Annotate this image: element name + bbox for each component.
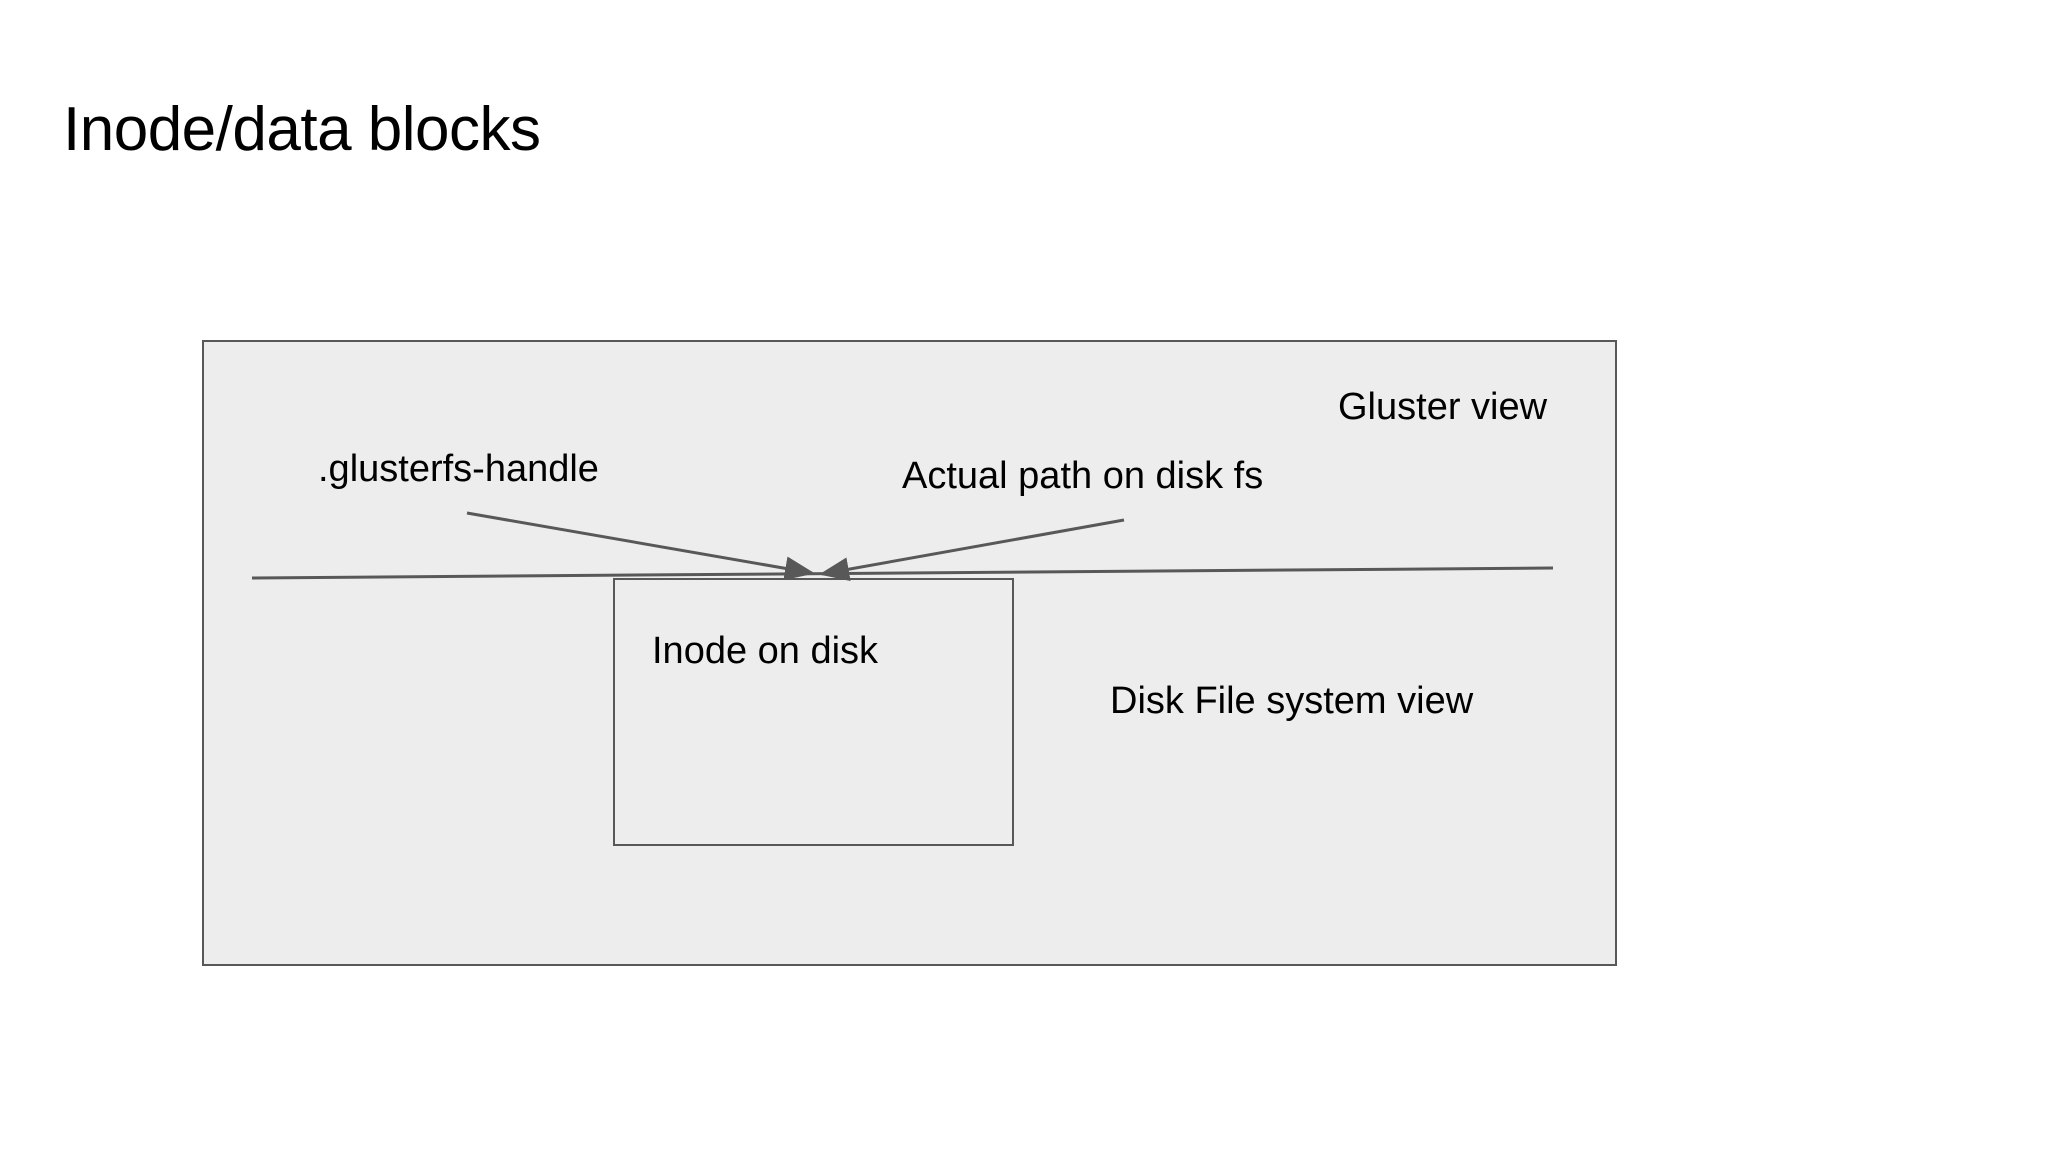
label-actual-path-on-disk-fs: Actual path on disk fs <box>902 455 1264 497</box>
label-gluster-view: Gluster view <box>1338 386 1548 428</box>
page-title: Inode/data blocks <box>63 95 541 164</box>
label-disk-file-system-view: Disk File system view <box>1110 680 1474 722</box>
label-inode-on-disk: Inode on disk <box>652 630 879 672</box>
label-glusterfs-handle: .glusterfs-handle <box>318 448 599 490</box>
inode-on-disk-box <box>613 578 1014 846</box>
